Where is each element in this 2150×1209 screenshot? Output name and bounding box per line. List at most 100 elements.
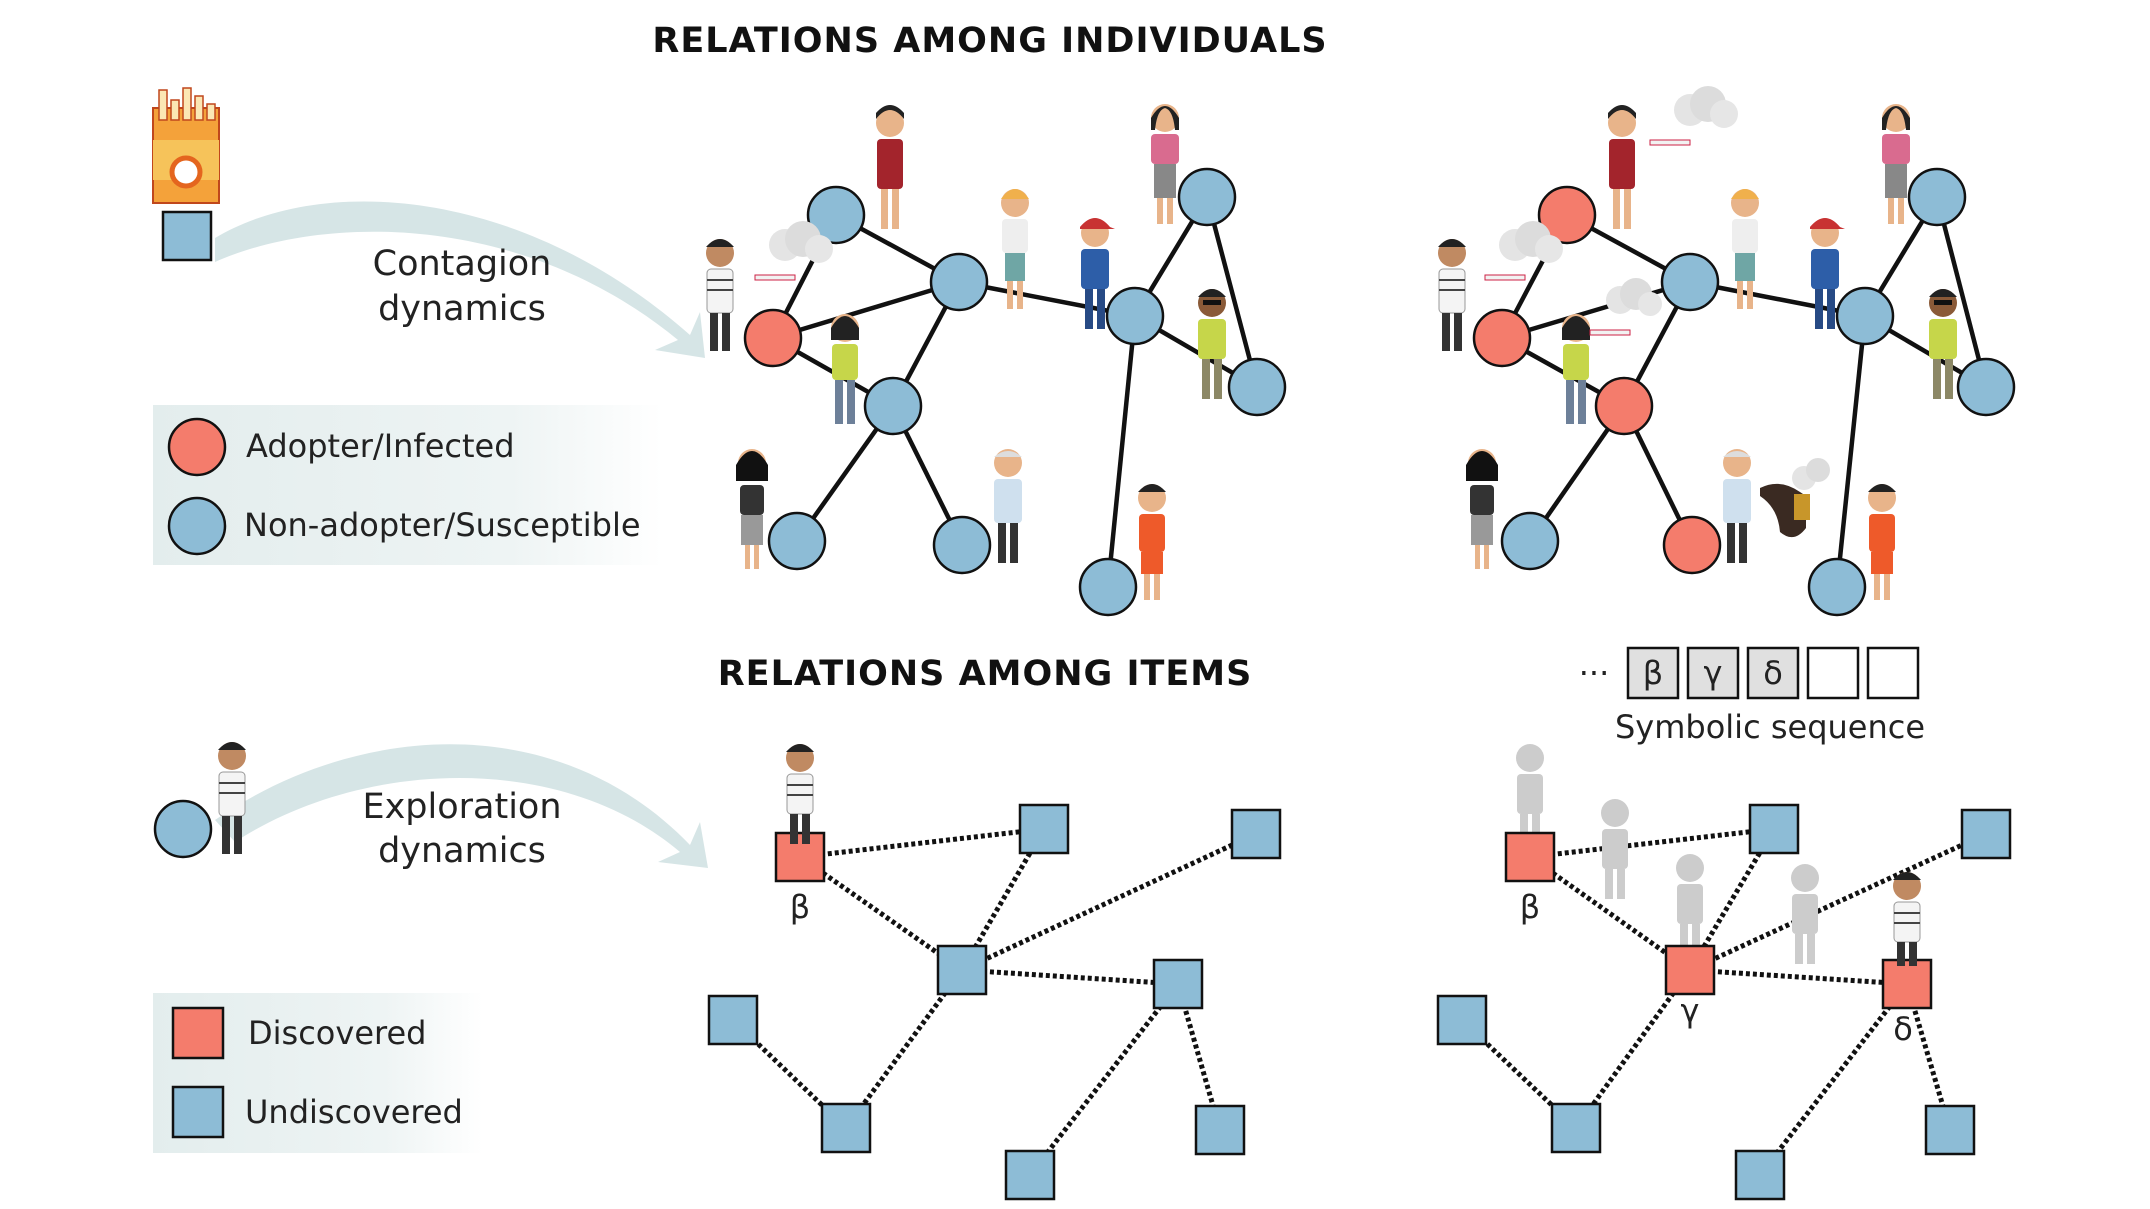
label-beta: β — [790, 888, 810, 926]
person-icon — [1198, 289, 1226, 399]
sequence-cell: δ — [1746, 646, 1800, 700]
walker-node — [153, 799, 213, 859]
item — [936, 944, 988, 996]
node — [1177, 167, 1237, 227]
node — [1660, 252, 1720, 312]
item-discovered — [1881, 958, 1933, 1010]
smoke-icon — [754, 221, 833, 281]
person-icon — [876, 105, 904, 229]
label-contagion-dynamics: dynamics — [378, 289, 546, 329]
person-icon — [736, 449, 768, 569]
ghost-walkers — [1516, 744, 1819, 964]
person-icon — [1731, 189, 1759, 309]
person-icon — [1080, 218, 1115, 329]
individual-network-before — [743, 167, 1287, 617]
node — [806, 185, 866, 245]
node — [1907, 167, 1967, 227]
node — [1105, 286, 1165, 346]
individual-network-after — [1472, 167, 2016, 617]
item — [1436, 994, 1488, 1046]
ghost-person-icon — [1516, 744, 1544, 844]
item — [1230, 808, 1282, 860]
walker-person-icon — [218, 742, 246, 854]
svg-text:δ: δ — [1763, 654, 1783, 692]
node — [1807, 557, 1867, 617]
legend-susceptible-circle — [167, 496, 227, 556]
item — [1748, 803, 1800, 855]
contagion-arrow — [215, 201, 705, 358]
smoke-icon — [1484, 221, 1563, 281]
person-icon — [1151, 104, 1179, 224]
ghost-person-icon — [1601, 799, 1629, 899]
node — [1956, 357, 2016, 417]
sequence-cell: β — [1626, 646, 1680, 700]
label-exploration: Exploration — [362, 787, 561, 827]
symbolic-sequence: ... β γ δ Symbolic sequence — [1579, 645, 1925, 746]
exploration-arrow — [215, 744, 708, 868]
person-icon — [1438, 239, 1466, 351]
sequence-ellipsis: ... — [1579, 645, 1610, 683]
label-exploration-dynamics: dynamics — [378, 831, 546, 871]
pipe-icon — [1760, 458, 1830, 538]
walker-person-icon — [786, 744, 814, 844]
sequence-cell: γ — [1686, 646, 1740, 700]
person-icon — [706, 239, 734, 351]
item — [1960, 808, 2012, 860]
node — [1835, 286, 1895, 346]
person-icon — [1929, 289, 1957, 399]
person-icon — [1562, 314, 1590, 424]
walker-person-icon — [1893, 872, 1921, 966]
item — [1194, 1104, 1246, 1156]
legend-top-background — [153, 405, 663, 565]
item — [1550, 1102, 1602, 1154]
node — [1078, 557, 1138, 617]
person-icon — [1882, 104, 1910, 224]
item-network-after: β γ δ — [1436, 744, 2012, 1201]
node — [767, 511, 827, 571]
ghost-person-icon — [1676, 854, 1704, 954]
smoke-icon — [1649, 86, 1738, 146]
sequence-cell — [1806, 646, 1860, 700]
node-infected — [1537, 185, 1597, 245]
person-icon — [1810, 218, 1845, 329]
item — [820, 1102, 872, 1154]
legend-undiscovered-label: Undiscovered — [245, 1093, 463, 1131]
node-infected — [1662, 515, 1722, 575]
item-discovered — [1504, 831, 1556, 883]
item-discovered — [774, 831, 826, 883]
item — [1018, 803, 1070, 855]
source-item-square — [161, 210, 213, 262]
node — [863, 376, 923, 436]
smoke-icon — [1589, 278, 1662, 336]
svg-text:γ: γ — [1704, 654, 1723, 692]
person-icon — [831, 314, 859, 424]
legend-discovered-square — [171, 1006, 225, 1060]
node — [929, 252, 989, 312]
title-individuals: RELATIONS AMONG INDIVIDUALS — [652, 21, 1327, 61]
node-infected — [1472, 308, 1532, 368]
person-icon — [1138, 484, 1166, 600]
person-icon — [1608, 105, 1636, 229]
person-icon — [1001, 189, 1029, 309]
legend-undiscovered-square — [171, 1085, 225, 1139]
label-gamma: γ — [1681, 992, 1700, 1030]
node — [932, 515, 992, 575]
item-discovered — [1664, 944, 1716, 996]
item — [1734, 1149, 1786, 1201]
sequence-cell — [1866, 646, 1920, 700]
node — [1500, 511, 1560, 571]
node-infected — [743, 308, 803, 368]
label-delta: δ — [1893, 1010, 1913, 1048]
item — [1924, 1104, 1976, 1156]
item — [707, 994, 759, 1046]
person-icon — [1466, 449, 1498, 569]
legend-infected-circle — [167, 417, 227, 477]
legend-discovered-label: Discovered — [248, 1014, 426, 1052]
legend-adopter-label: Adopter/Infected — [246, 427, 515, 465]
person-icon — [994, 449, 1022, 563]
label-beta-2: β — [1520, 888, 1540, 926]
item-network-before: β — [707, 744, 1282, 1201]
svg-text:β: β — [1643, 654, 1663, 692]
node — [1227, 357, 1287, 417]
